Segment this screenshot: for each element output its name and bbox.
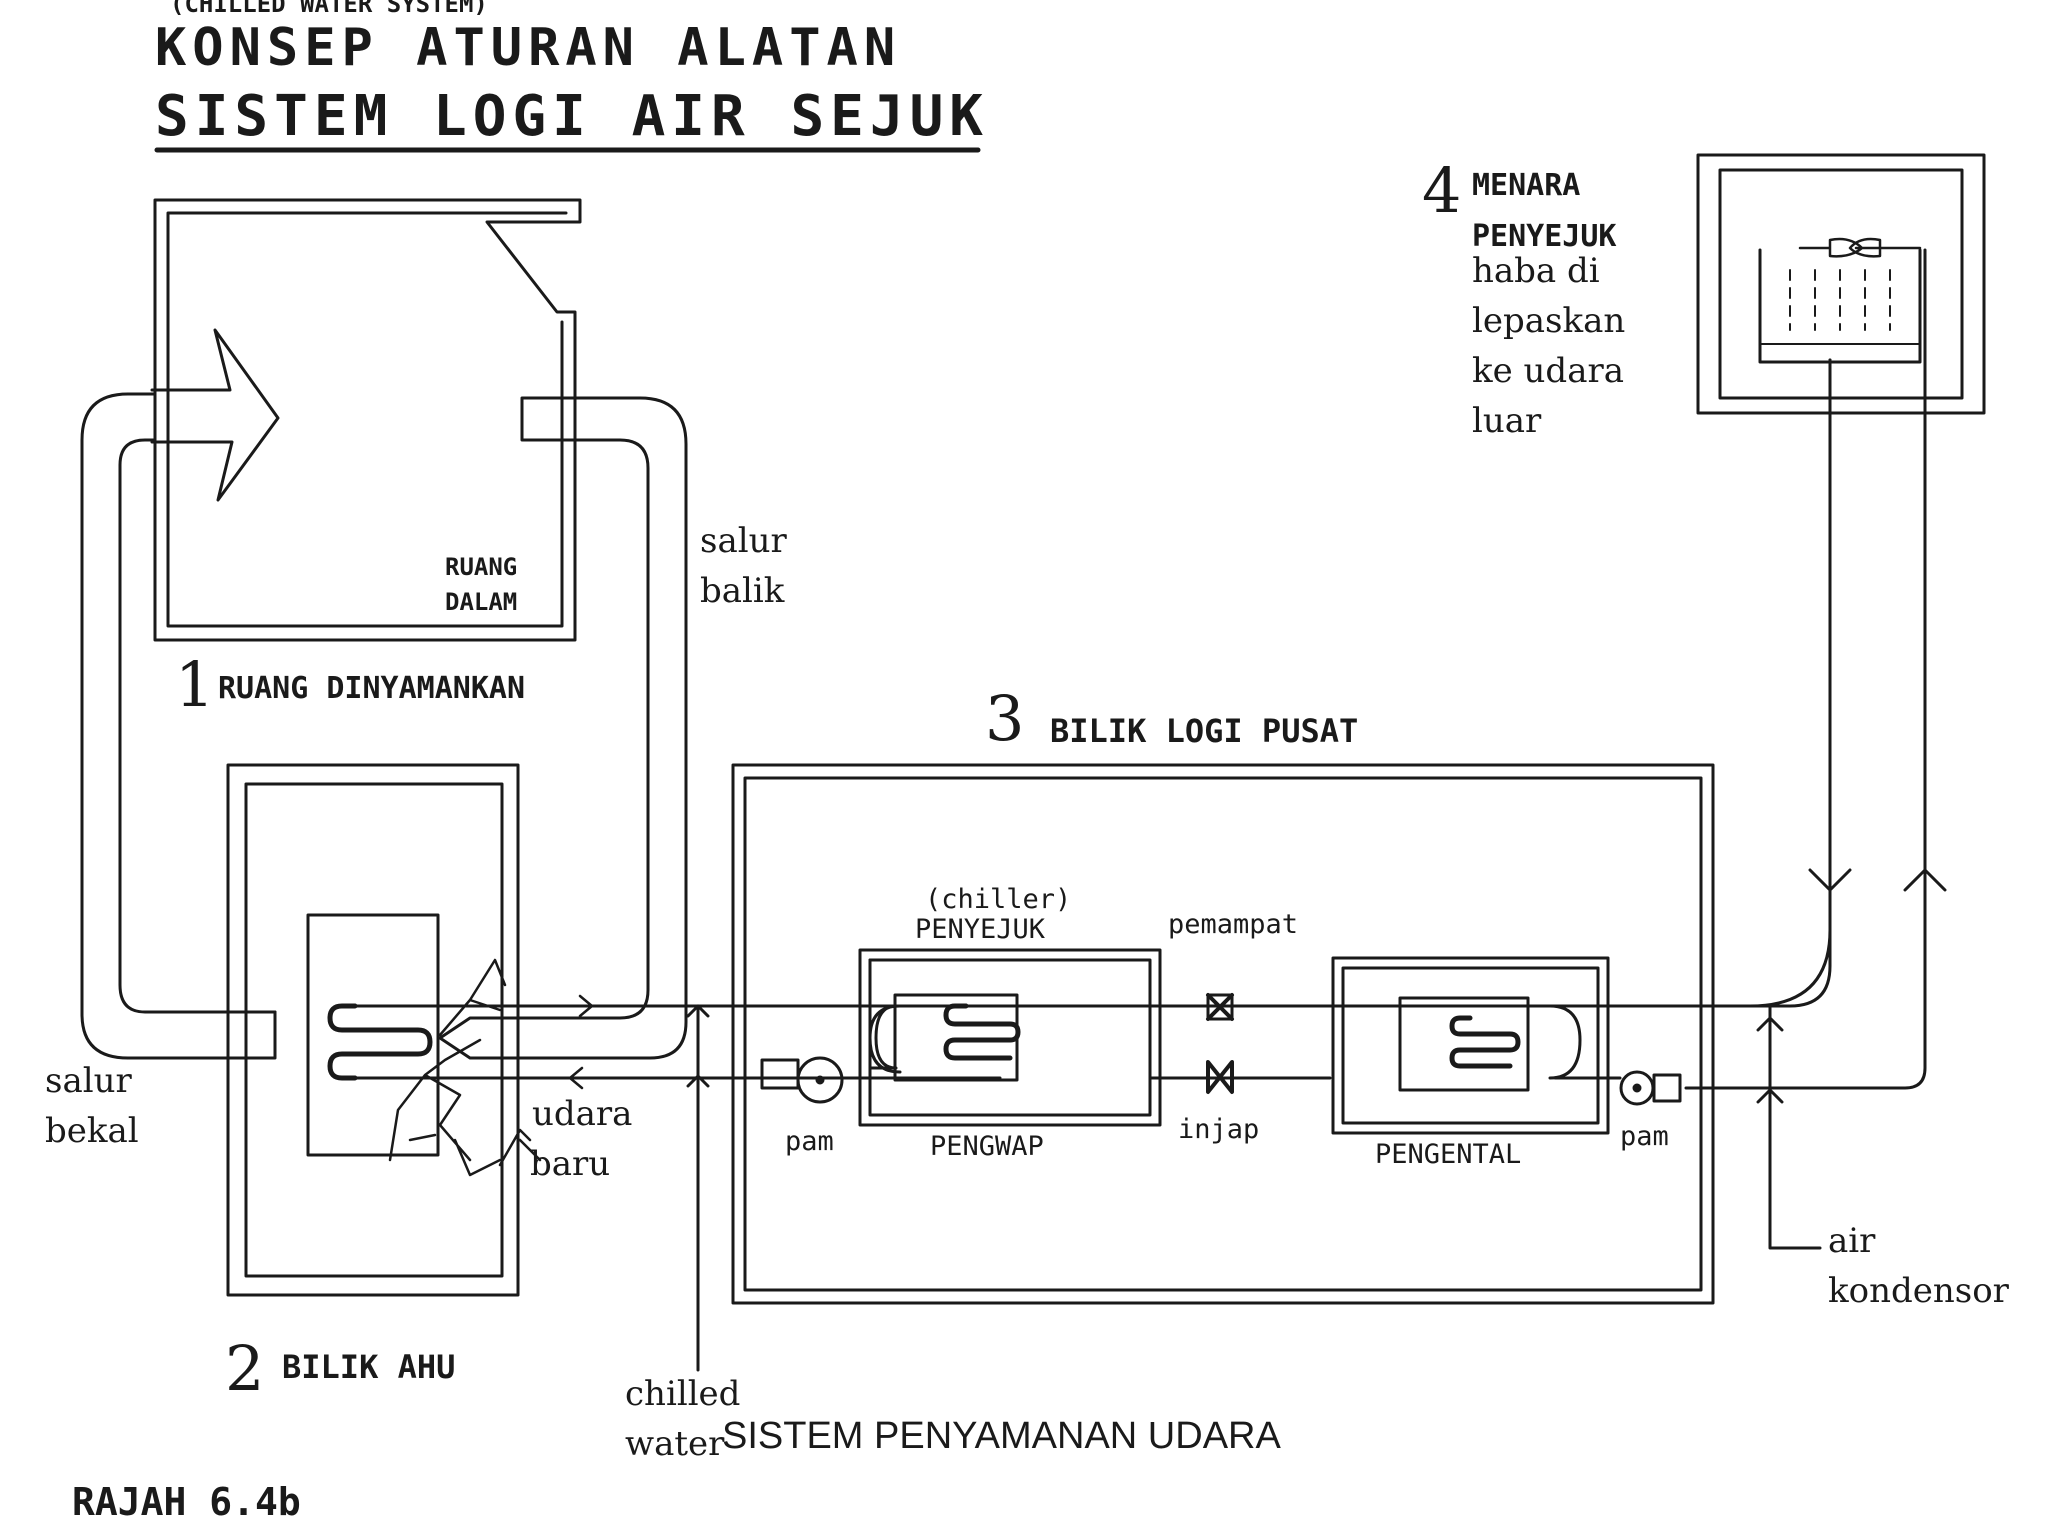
section-4-desc-line-3: ke udara <box>1472 351 1624 391</box>
ahu-coil <box>327 1003 433 1081</box>
conditioned-room <box>150 198 582 642</box>
evaporator <box>858 948 1162 1127</box>
section-4-label-line-1: MENARA <box>1472 168 1580 203</box>
condenser-water-pipes <box>1578 248 1947 1250</box>
pam-right-label: pam <box>1620 1121 1669 1152</box>
section-4-desc-line-1: haba di <box>1472 251 1600 291</box>
central-plant-room <box>731 378 1832 1305</box>
section-2-label: BILIK AHU <box>282 1348 455 1386</box>
pemampat-label: pemampat <box>1168 909 1298 940</box>
pam-left-label: pam <box>785 1126 834 1157</box>
figure-number: RAJAH 6.4b <box>72 1480 301 1524</box>
penyejuk-label: PENYEJUK <box>915 914 1046 945</box>
supply-air-arrow <box>150 328 280 502</box>
condenser-water-marker <box>1756 1004 1822 1250</box>
air-kondensor-line-1: air <box>1828 1221 1876 1261</box>
expansion-valve-symbol <box>1206 1060 1234 1094</box>
title-line-1: KONSEP ATURAN ALATAN <box>155 18 901 78</box>
udara-baru-line-1: udara <box>532 1094 632 1134</box>
chilled-water-line-2: water <box>625 1424 725 1464</box>
title-line-2: SISTEM LOGI AIR SEJUK <box>155 84 989 149</box>
pengwap-label: PENGWAP <box>930 1131 1044 1162</box>
cooling-tower-fan-icon <box>1798 237 1922 258</box>
section-4-label-line-2: PENYEJUK <box>1472 219 1617 254</box>
section-2-number: 2 <box>225 1332 264 1405</box>
section-3-label: BILIK LOGI PUSAT <box>1050 712 1358 750</box>
title-header-cut: (CHILLED WATER SYSTEM) <box>170 0 488 18</box>
diagram-lines <box>80 147 1986 1372</box>
chilled-water-marker <box>686 1004 710 1372</box>
section-4-desc-line-2: lepaskan <box>1472 301 1625 341</box>
section-4-number: 4 <box>1422 154 1461 227</box>
cooling-tower <box>1696 153 1986 415</box>
salur-bekal-line-2: bekal <box>45 1111 139 1151</box>
chilled-water-line-1: chilled <box>625 1374 740 1414</box>
air-kondensor-line-2: kondensor <box>1828 1271 2010 1311</box>
ruang-dalam-line-2: DALAM <box>445 588 517 616</box>
ruang-dalam-line-1: RUANG <box>445 553 517 581</box>
condenser <box>1331 956 1622 1135</box>
salur-balik-line-1: salur <box>700 521 787 561</box>
compressor-symbol <box>1206 993 1234 1021</box>
section-4-desc-line-4: luar <box>1472 401 1542 441</box>
pengental-label: PENGENTAL <box>1375 1139 1521 1170</box>
fresh-air-arrows <box>388 1038 542 1177</box>
section-1-number: 1 <box>175 648 214 721</box>
section-1-label: RUANG DINYAMANKAN <box>218 671 525 706</box>
udara-baru-line-2: baru <box>530 1144 610 1184</box>
injap-label: injap <box>1178 1114 1259 1145</box>
section-3-number: 3 <box>985 682 1024 755</box>
pump-left <box>760 1056 844 1104</box>
salur-bekal-line-1: salur <box>45 1061 132 1101</box>
salur-balik-line-2: balik <box>700 571 785 611</box>
chiller-english-label: (chiller) <box>925 884 1071 915</box>
diagram-caption: SISTEM PENYAMANAN UDARA <box>722 1415 1281 1457</box>
pump-right <box>1619 1070 1682 1106</box>
air-duct <box>80 392 688 1060</box>
